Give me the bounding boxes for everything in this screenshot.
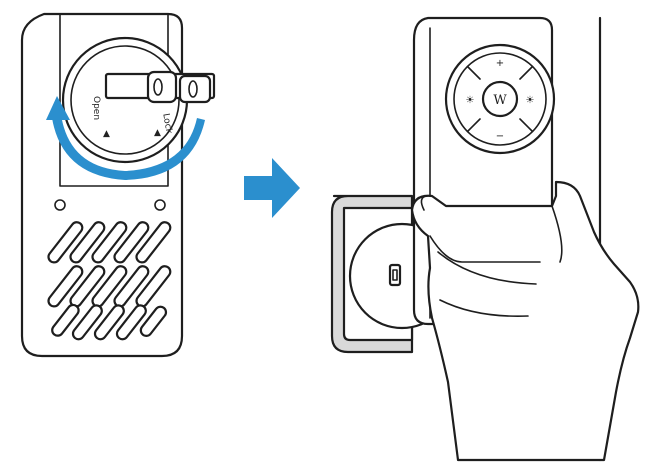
light-cool-button[interactable]: ☀ [526, 95, 535, 106]
open-marker-icon: ▲ [103, 129, 110, 139]
rotation-arrow-head [46, 96, 70, 120]
brightness-up-button[interactable]: + [496, 58, 504, 69]
plug-prongs [104, 70, 216, 104]
lock-marker-icon: ▲ [154, 128, 161, 138]
vent-grille [47, 221, 172, 341]
next-step-arrow-icon [244, 158, 300, 218]
dial-inner-ring [70, 45, 180, 155]
hand [410, 180, 640, 462]
center-button[interactable] [481, 80, 519, 118]
brightness-down-button[interactable]: − [496, 131, 504, 142]
label-lock: Lock [160, 113, 174, 136]
wall-plug-base: Open ▲ Lock ▲ [20, 12, 216, 358]
light-warm-button[interactable]: ☀ [466, 95, 475, 106]
rotation-arrow-icon [52, 118, 205, 180]
label-open: Open [91, 96, 101, 120]
brand-logo: W [493, 93, 507, 108]
